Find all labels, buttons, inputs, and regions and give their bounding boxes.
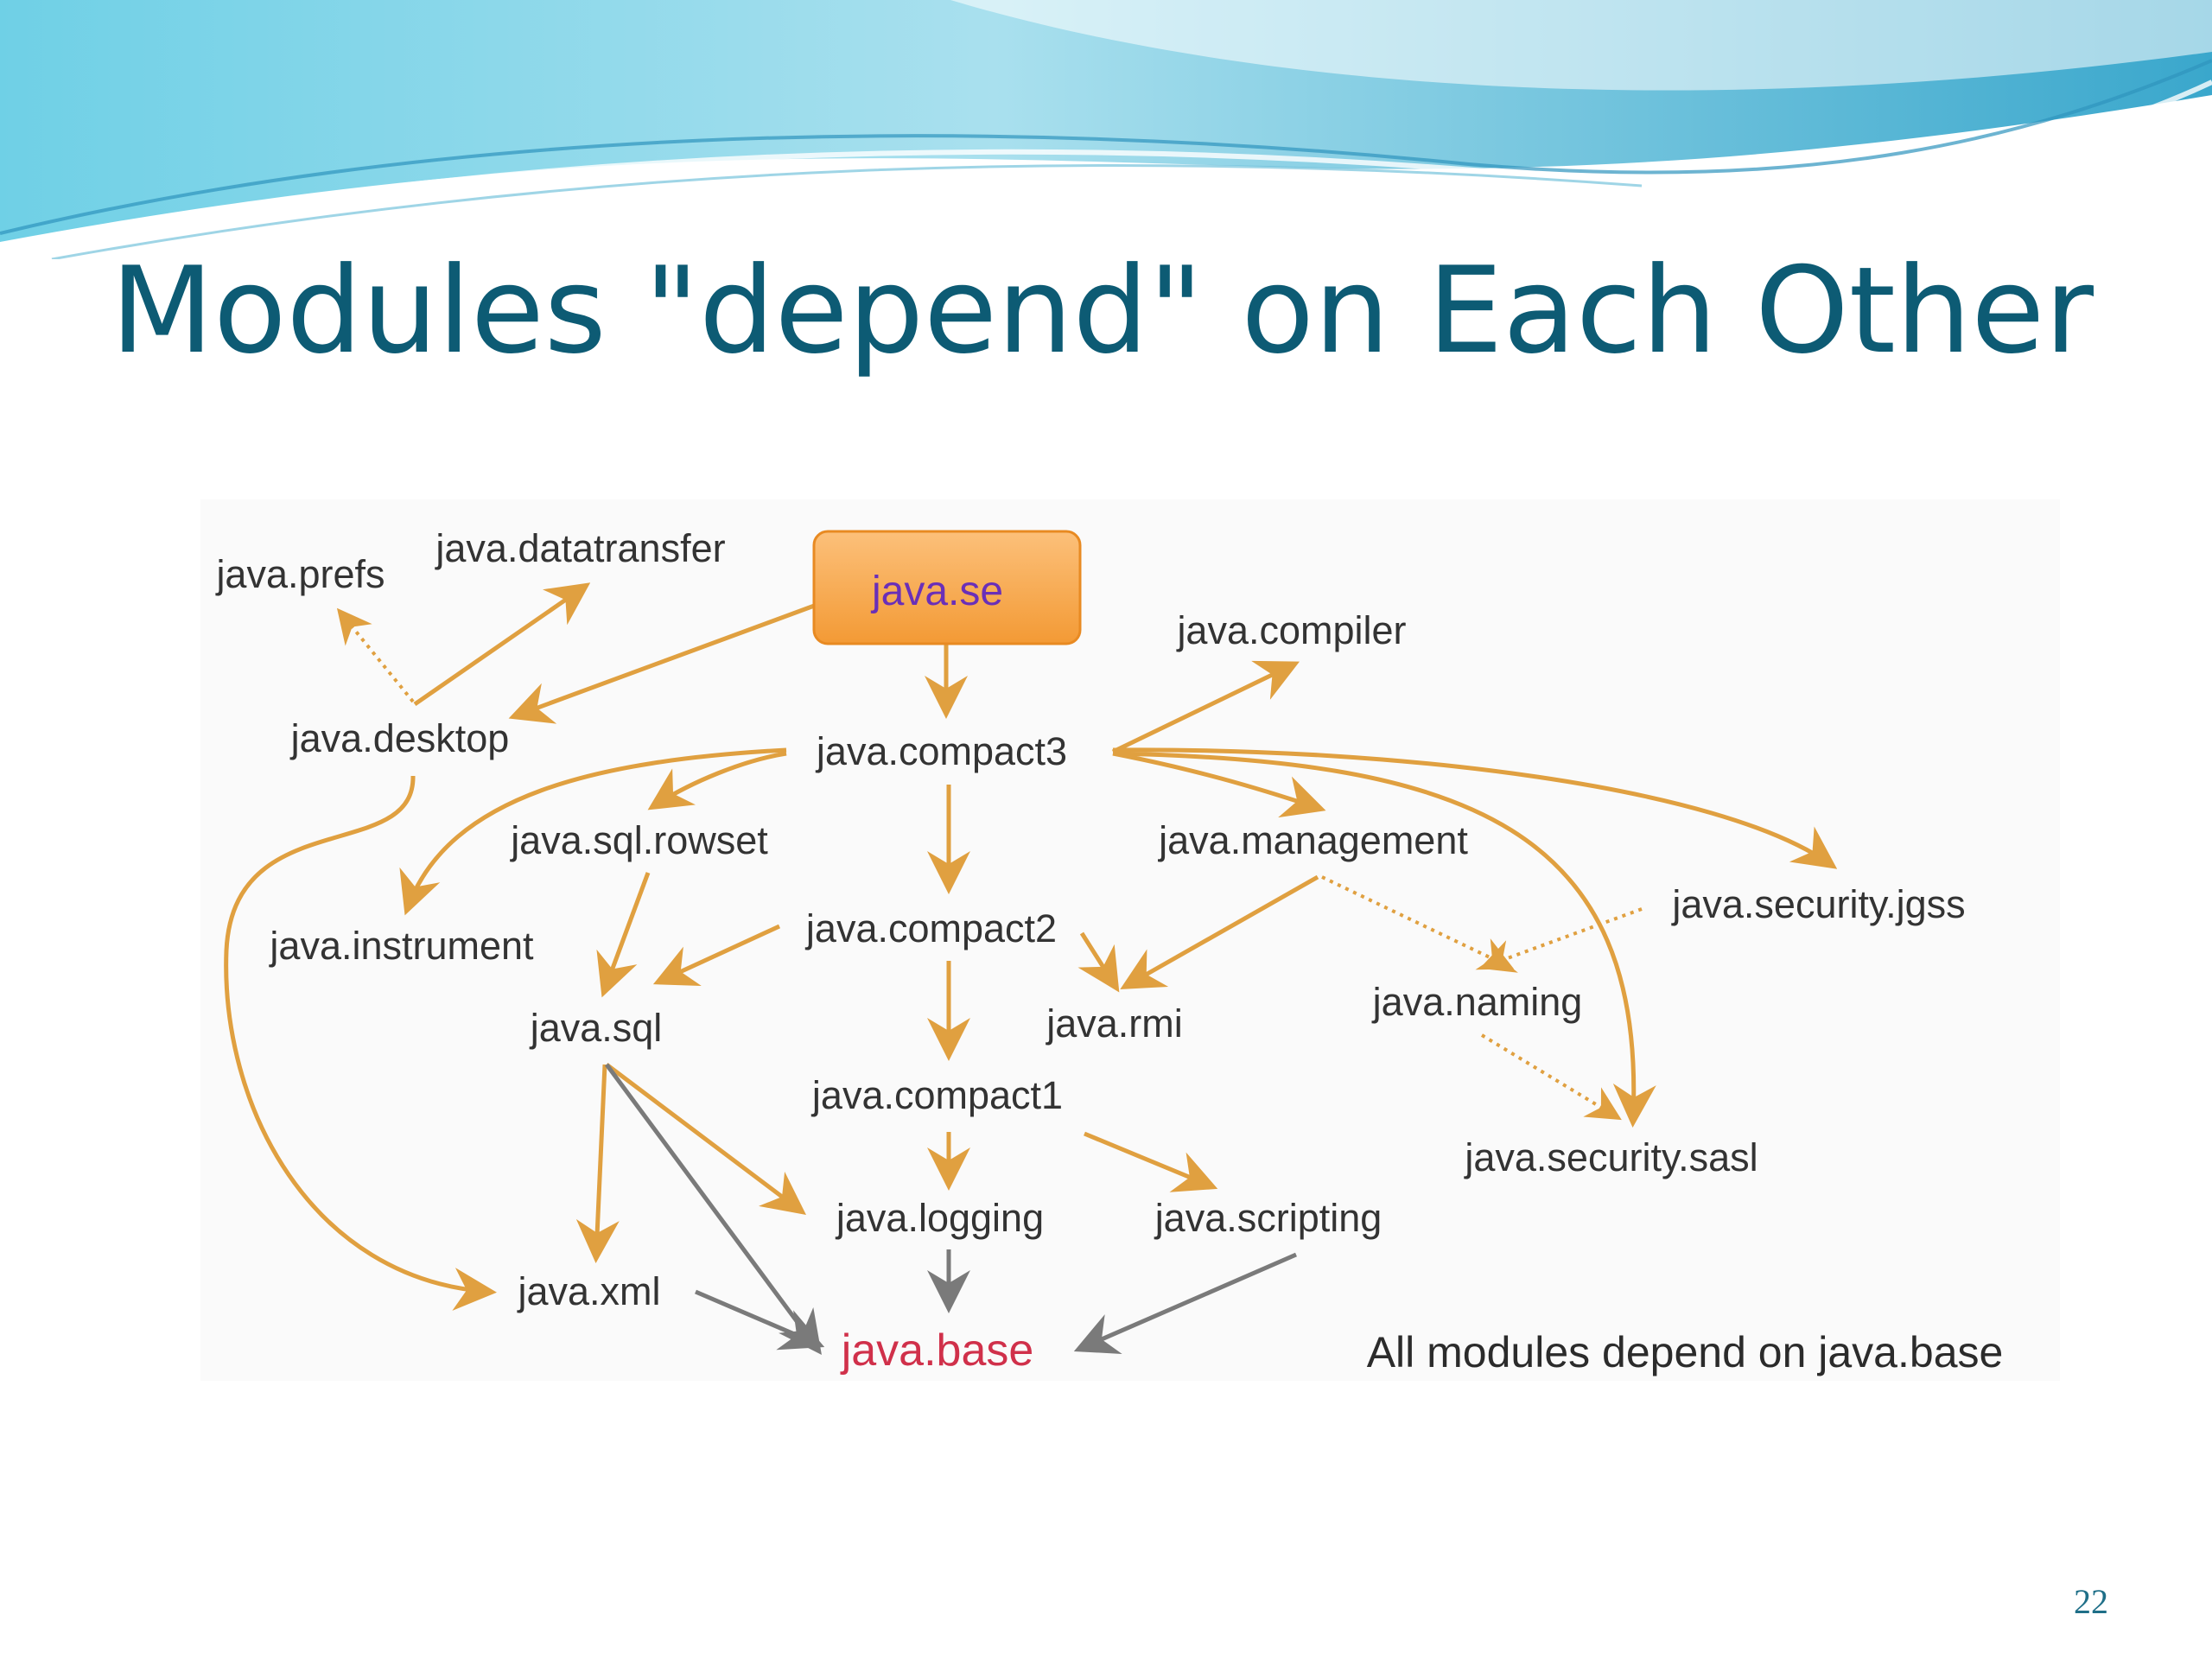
edge-management-naming-dotted [1321, 875, 1515, 970]
node-java-security-jgss: java.security.jgss [1670, 882, 1965, 926]
edge-naming-sasl-dotted [1480, 1033, 1622, 1121]
node-java-rmi: java.rmi [1045, 1001, 1183, 1046]
edge-scripting-base [1073, 1252, 1297, 1354]
slide-title: Modules "depend" on Each Other [111, 241, 2094, 380]
node-java-logging: java.logging [835, 1196, 1044, 1240]
node-java-sql: java.sql [529, 1006, 663, 1050]
diagram-panel [200, 499, 2060, 1381]
edge-compact3-compiler [1111, 660, 1300, 754]
edge-xml-base [695, 1289, 825, 1351]
edge-compact3-instrument [399, 747, 787, 916]
edge-jgss-naming-dotted [1479, 907, 1643, 973]
edge-sql-logging [605, 1063, 806, 1216]
node-java-datatransfer: java.datatransfer [434, 526, 725, 570]
node-java-security-sasl: java.security.sasl [1463, 1135, 1758, 1179]
node-java-base: java.base [840, 1325, 1034, 1376]
node-java-xml: java.xml [516, 1269, 660, 1313]
edge-desktop-xml [224, 775, 497, 1311]
node-java-management: java.management [1157, 818, 1468, 862]
edge-desktop-datatransfer [413, 582, 591, 707]
edge-compact2-rmi [1077, 931, 1120, 993]
node-java-compiler: java.compiler [1175, 608, 1406, 652]
edge-desktop-prefs-dotted [336, 607, 415, 703]
node-java-prefs: java.prefs [214, 552, 385, 596]
node-java-naming: java.naming [1371, 980, 1583, 1024]
edge-se-desktop [508, 602, 817, 724]
edge-compact3-sasl [1112, 751, 1656, 1128]
java-se-box [812, 530, 1082, 645]
edge-sql-xml [575, 1064, 620, 1263]
edge-compact3-management [1112, 751, 1326, 818]
edge-compact1-scripting [1084, 1131, 1218, 1192]
diagram-note: All modules depend on java.base [1367, 1328, 2004, 1376]
node-java-se: java.se [870, 569, 1003, 614]
node-java-compact1: java.compact1 [810, 1073, 1063, 1117]
node-java-compact2: java.compact2 [804, 906, 1057, 950]
edge-sql-base [604, 1063, 822, 1356]
edge-compact3-jgss [1112, 747, 1838, 869]
node-java-instrument: java.instrument [268, 924, 534, 968]
node-java-compact3: java.compact3 [815, 729, 1067, 773]
edge-management-rmi [1120, 874, 1319, 989]
node-java-scripting: java.scripting [1154, 1196, 1382, 1240]
edge-compact3-rowset [647, 751, 787, 810]
edge-compact2-sql [652, 924, 781, 987]
node-java-desktop: java.desktop [289, 716, 510, 760]
node-java-sql-rowset: java.sql.rowset [509, 818, 768, 862]
header-wave-banner [0, 0, 2212, 259]
edge-rowset-sql [596, 872, 651, 998]
slide-number: 22 [2074, 1582, 2108, 1621]
